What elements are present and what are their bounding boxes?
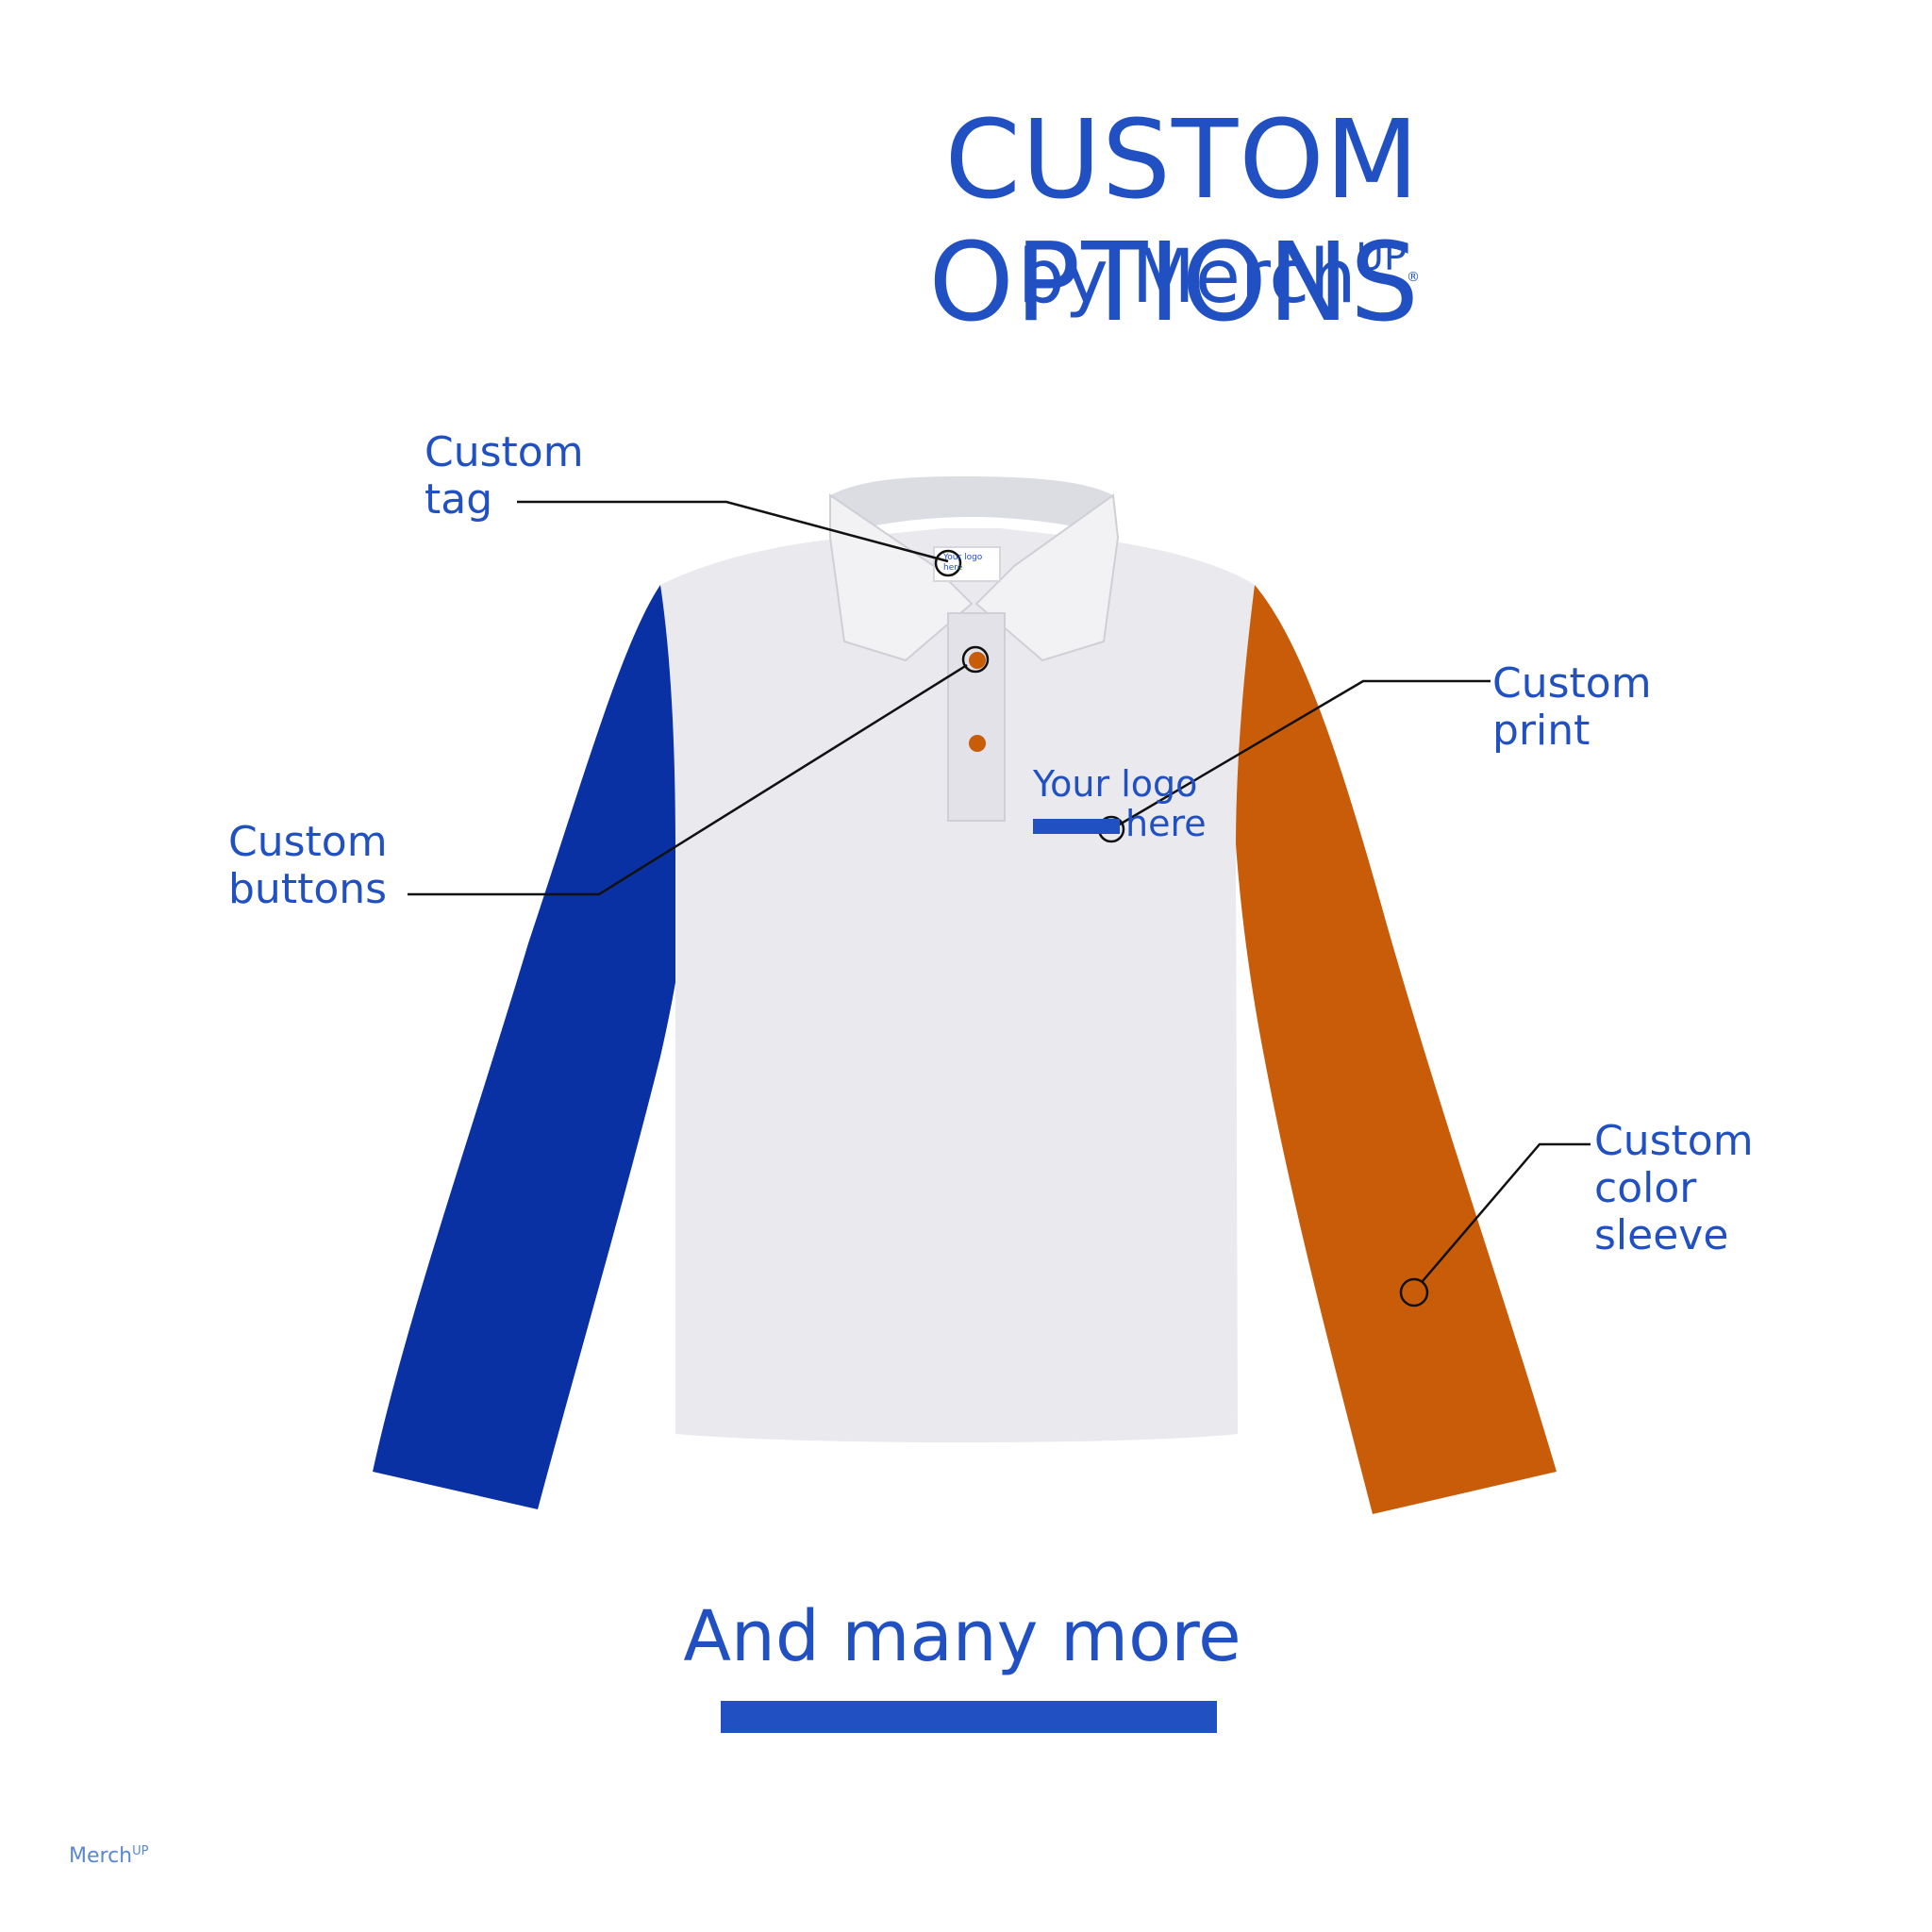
- byline-reg: ®: [1407, 270, 1420, 285]
- callout-dot-buttons: [961, 645, 990, 674]
- closing-underline-bar: [721, 1701, 1217, 1733]
- callout-dot-tag: [934, 549, 962, 577]
- left-sleeve: [373, 585, 698, 1509]
- footer-logo: MerchUP: [69, 1844, 148, 1868]
- logo-print-line1: Your logo: [1033, 763, 1198, 805]
- page-title: CUSTOM OPTIONS: [928, 97, 1420, 346]
- tag-line1: Your logo: [943, 553, 983, 562]
- footer-logo-prefix: Merch: [69, 1844, 133, 1868]
- tag-line2: here: [943, 563, 963, 573]
- callout-line-print: [1117, 679, 1491, 827]
- callout-line-sleeve: [1422, 1142, 1591, 1282]
- footer-logo-up: UP: [132, 1844, 149, 1858]
- callout-label-print: Custom print: [1492, 659, 1652, 755]
- button-bottom: [969, 735, 986, 752]
- closing-text: And many more: [683, 1596, 1241, 1677]
- byline-prefix: by Merch: [1018, 235, 1357, 320]
- callout-dot-sleeve: [1399, 1277, 1429, 1307]
- logo-print: Your logo here: [1033, 764, 1207, 843]
- shirt-body: [660, 528, 1255, 1442]
- collar: [830, 476, 1118, 538]
- callout-label-sleeve: Custom color sleeve: [1594, 1117, 1754, 1259]
- callout-line-tag: [517, 500, 949, 563]
- placket: [947, 612, 1006, 822]
- byline: by MerchUP®: [891, 215, 1420, 320]
- right-sleeve: [1231, 585, 1557, 1514]
- button-top: [969, 652, 986, 669]
- collar-right-flap: [974, 493, 1120, 662]
- callout-label-buttons: Custom buttons: [228, 818, 388, 913]
- callout-line-buttons: [408, 663, 968, 896]
- byline-up: UP: [1356, 236, 1407, 279]
- logo-print-bar: [1033, 818, 1120, 834]
- callout-label-tag: Custom tag: [425, 428, 584, 524]
- logo-print-line2: here: [1125, 803, 1207, 844]
